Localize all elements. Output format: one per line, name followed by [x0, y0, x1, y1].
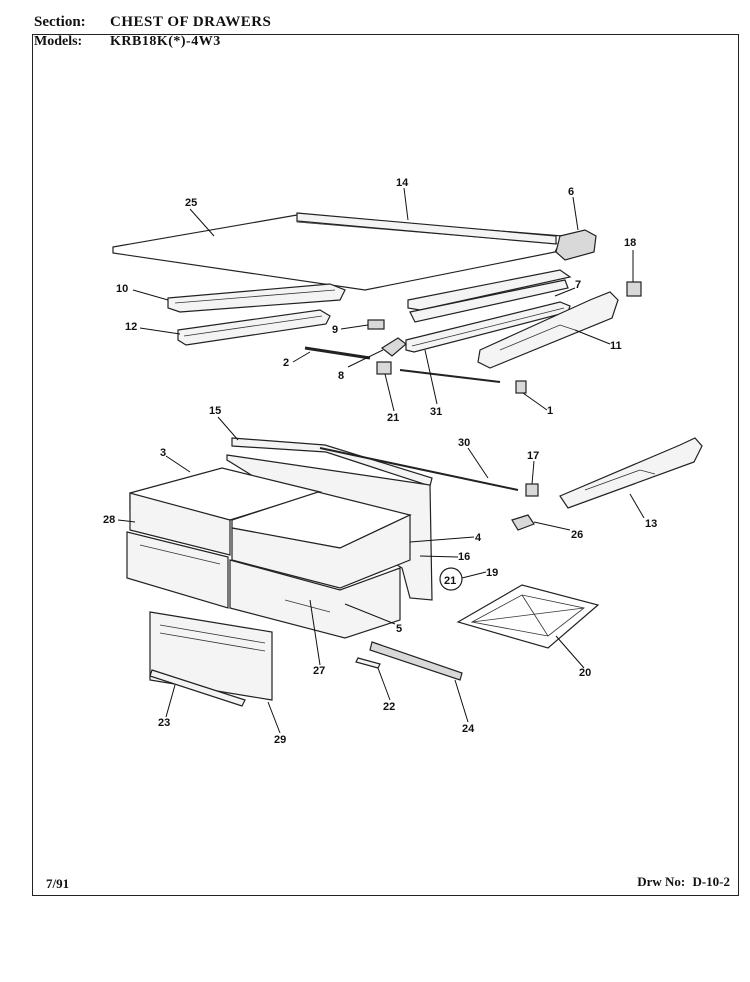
part-clip-26 [511, 514, 535, 531]
part-rod-30 [319, 447, 519, 491]
callout-21: 21 [387, 412, 399, 424]
drawing-number-block: Drw No: D-10-2 [633, 874, 730, 890]
callout-24: 24 [462, 723, 475, 735]
svg-text:21: 21 [444, 575, 456, 587]
part-drawer-bottom [229, 559, 401, 639]
part-strip-22 [355, 657, 381, 669]
sheet-header: Section: CHEST OF DRAWERS Models: KRB18K… [34, 14, 740, 54]
callout-7: 7 [575, 279, 581, 291]
part-clip-18 [626, 281, 642, 297]
callout-8: 8 [338, 370, 344, 382]
models-label: Models: [34, 34, 83, 49]
callout-16: 16 [458, 551, 470, 563]
callout-27: 27 [313, 665, 325, 677]
part-end-cap [555, 229, 597, 261]
callout-1: 1 [547, 405, 553, 417]
part-clip-1 [515, 380, 527, 394]
part-strip-23 [149, 669, 246, 707]
drawing-frame [32, 34, 739, 896]
section-value: CHEST OF DRAWERS [110, 14, 272, 30]
callout-26: 26 [571, 529, 583, 541]
callout-18: 18 [624, 237, 636, 249]
callout-17: 17 [527, 450, 539, 462]
models-row: Models: KRB18K(*)-4W3 [34, 34, 740, 54]
part-front-panel [149, 611, 273, 701]
leader-lines [117, 187, 645, 734]
callout-22: 22 [383, 701, 395, 713]
callout-3: 3 [160, 447, 166, 459]
callout-11: 11 [610, 340, 622, 352]
section-label: Section: [34, 14, 86, 30]
callout-31: 31 [430, 406, 442, 418]
callout-5: 5 [396, 623, 402, 635]
callout-20: 20 [579, 667, 591, 679]
part-rod [304, 346, 501, 383]
callout-19: 19 [486, 567, 498, 579]
callout-labels: 25 14 6 18 10 12 9 7 11 2 8 21 31 1 15 3… [103, 177, 657, 746]
part-support-bracket-upper [477, 291, 619, 369]
callout-4: 4 [475, 532, 482, 544]
callout-12: 12 [125, 321, 137, 333]
drawing-date: 7/91 [46, 876, 70, 891]
callout-25: 25 [185, 197, 197, 209]
part-clip-small [367, 319, 407, 375]
part-clip-17 [525, 483, 539, 497]
part-support-bracket-lower [559, 437, 703, 509]
callout-13: 13 [645, 518, 657, 530]
part-trim-24 [369, 641, 463, 681]
part-drawer-left [129, 467, 323, 556]
part-glass-shelf [112, 214, 564, 291]
section-row: Section: CHEST OF DRAWERS [34, 14, 740, 34]
callout-23: 23 [158, 717, 170, 729]
part-rail-upper-right [407, 269, 572, 323]
callout-28: 28 [103, 514, 115, 526]
part-shelf-trim [296, 212, 557, 245]
callout-14: 14 [396, 177, 409, 189]
models-value: KRB18K(*)-4W3 [110, 34, 221, 49]
callout-9: 9 [332, 324, 338, 336]
callout-15: 15 [209, 405, 221, 417]
callout-29: 29 [274, 734, 286, 746]
part-ring-clip: 21 [439, 567, 463, 591]
drawing-number-value: D-10-2 [692, 874, 730, 889]
part-drawer-front-left [126, 531, 229, 609]
part-frame-tray [456, 584, 600, 649]
callout-10: 10 [116, 283, 128, 295]
drawing-number-label: Drw No: [637, 874, 686, 889]
part-rail-left-lower [177, 309, 331, 346]
callout-6: 6 [568, 186, 574, 198]
part-rail-left-upper [167, 283, 346, 313]
callout-2: 2 [283, 357, 289, 369]
callout-30: 30 [458, 437, 470, 449]
